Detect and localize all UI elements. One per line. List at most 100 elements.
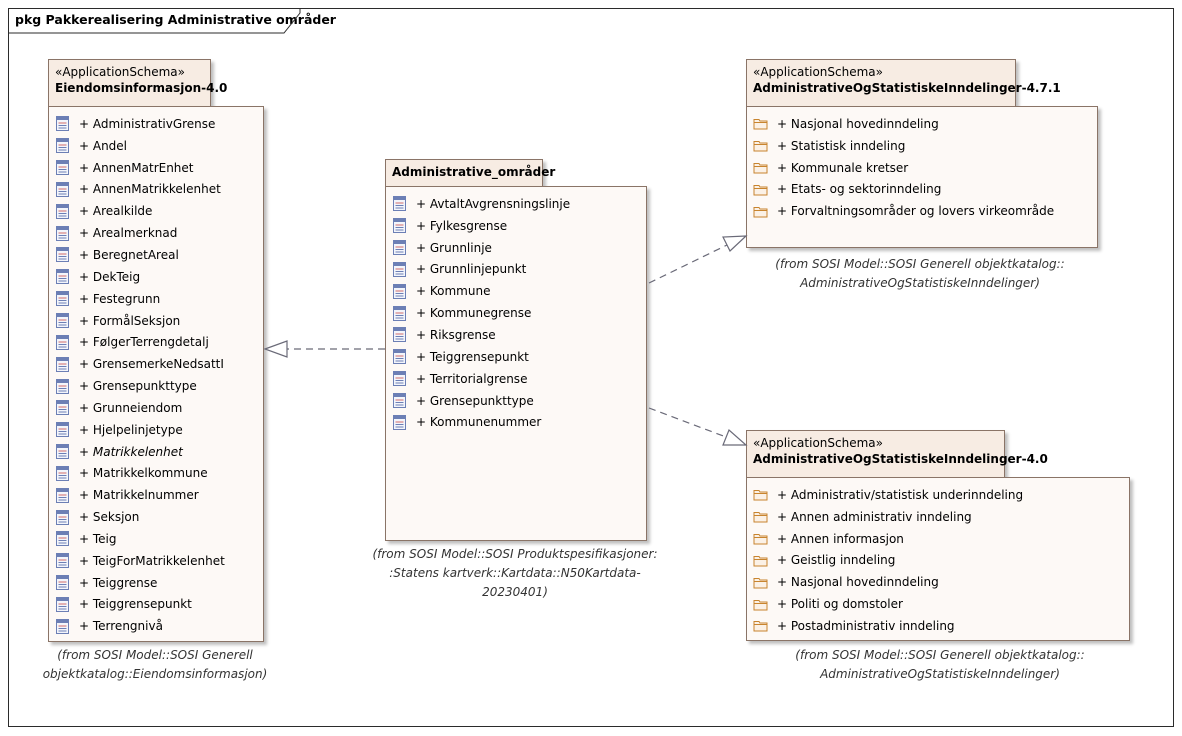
package-item[interactable]: + Politi og domstoler [753, 593, 1129, 615]
package-item[interactable]: + Grunneiendom [55, 397, 263, 419]
class-icon [55, 313, 79, 329]
class-icon [392, 305, 416, 321]
package-item-label: + TeigForMatrikkelenhet [79, 553, 225, 568]
class-icon [392, 393, 416, 409]
class-icon [55, 553, 79, 569]
package-item[interactable]: + Nasjonal hovedinndeling [753, 571, 1129, 593]
package-item[interactable]: + Grunnlinje [392, 237, 646, 259]
package-icon [753, 160, 777, 175]
package-item[interactable]: + Postadministrativ inndeling [753, 615, 1129, 637]
package-item[interactable]: + GrensemerkeNedsattI [55, 353, 263, 375]
class-icon [55, 203, 79, 219]
package-item[interactable]: + Annen administrativ inndeling [753, 506, 1129, 528]
class-icon [55, 116, 79, 132]
package-item-label: + Teiggrensepunkt [79, 597, 192, 612]
package-item[interactable]: + Festegrunn [55, 288, 263, 310]
package-item[interactable]: + Grunnlinjepunkt [392, 259, 646, 281]
package-item[interactable]: + Nasjonal hovedinndeling [753, 113, 1097, 135]
package-item[interactable]: + FormålSeksjon [55, 310, 263, 332]
class-icon [55, 138, 79, 154]
package-item[interactable]: + AnnenMatrEnhet [55, 157, 263, 179]
top-right-package-body[interactable]: + Nasjonal hovedinndeling + Statistisk in… [746, 106, 1098, 248]
package-item-label: + Politi og domstoler [777, 597, 903, 612]
stereotype-label: «ApplicationSchema» [753, 65, 883, 79]
package-item[interactable]: + Teig [55, 528, 263, 550]
package-item[interactable]: + Teiggrensepunkt [392, 346, 646, 368]
package-item[interactable]: + AvtaltAvgrensningslinje [392, 193, 646, 215]
package-item[interactable]: + TeigForMatrikkelenhet [55, 550, 263, 572]
package-item[interactable]: + Geistlig inndeling [753, 550, 1129, 572]
top-right-package-tab[interactable]: «ApplicationSchema» AdministrativeOgStat… [746, 59, 1061, 107]
package-item[interactable]: + Kommunale kretser [753, 157, 1097, 179]
package-item[interactable]: + Grensepunkttype [55, 375, 263, 397]
package-item-label: + Administrativ/statistisk underinndelin… [777, 487, 1024, 502]
package-item[interactable]: + Etats- og sektorinndeling [753, 179, 1097, 201]
package-item[interactable]: + Andel [55, 135, 263, 157]
package-item-label: + Annen informasjon [777, 531, 904, 546]
package-item[interactable]: + Statistisk inndeling [753, 135, 1097, 157]
left-package-tab[interactable]: «ApplicationSchema» Eiendomsinformasjon-… [48, 59, 228, 107]
package-item[interactable]: + AdministrativGrense [55, 113, 263, 135]
package-item-label: + Grunneiendom [79, 400, 183, 415]
package-item[interactable]: + Matrikkelenhet [55, 441, 263, 463]
package-item[interactable]: + Arealkilde [55, 200, 263, 222]
class-icon [55, 334, 79, 350]
class-icon [55, 378, 79, 394]
package-item[interactable]: + AnnenMatrikkelenhet [55, 179, 263, 201]
package-item[interactable]: + Kommunenummer [392, 411, 646, 433]
stereotype-label: «ApplicationSchema» [55, 65, 185, 79]
package-item-label: + Kommunale kretser [777, 160, 909, 175]
package-item[interactable]: + Arealmerknad [55, 222, 263, 244]
package-item-label: + Nasjonal hovedinndeling [777, 116, 939, 131]
class-icon [55, 247, 79, 263]
package-item[interactable]: + Administrativ/statistisk underinndelin… [753, 484, 1129, 506]
package-item[interactable]: + Hjelpelinjetype [55, 419, 263, 441]
package-item[interactable]: + Teiggrensepunkt [55, 594, 263, 616]
package-item[interactable]: + BeregnetAreal [55, 244, 263, 266]
package-item-label: + Annen administrativ inndeling [777, 509, 972, 524]
package-item[interactable]: + Riksgrense [392, 324, 646, 346]
package-item[interactable]: + Matrikkelkommune [55, 463, 263, 485]
package-item[interactable]: + Fylkesgrense [392, 215, 646, 237]
package-item-label: + Andel [79, 138, 128, 153]
package-item-label: + Postadministrativ inndeling [777, 618, 955, 633]
package-item-label: + BeregnetAreal [79, 247, 179, 262]
package-item-label: + Teiggrense [79, 575, 158, 590]
center-package-tab[interactable]: Administrative_områder [385, 159, 556, 187]
package-item[interactable]: + Kommunegrense [392, 302, 646, 324]
package-item-label: + Forvaltningsområder og lovers virkeomr… [777, 204, 1055, 219]
package-icon [753, 182, 777, 197]
package-item-label: + Fylkesgrense [416, 218, 508, 233]
package-item-label: + Riksgrense [416, 327, 496, 342]
package-item-label: + Territorialgrense [416, 371, 528, 386]
class-icon [55, 291, 79, 307]
package-item-label: + AdministrativGrense [79, 116, 216, 131]
package-item-label: + AnnenMatrEnhet [79, 160, 194, 175]
package-item-label: + Statistisk inndeling [777, 138, 906, 153]
package-item-label: + AnnenMatrikkelenhet [79, 182, 221, 197]
frame-title: pkg Pakkerealisering Administrative områ… [15, 12, 336, 27]
package-item-label: + Arealmerknad [79, 226, 178, 241]
package-item[interactable]: + Grensepunkttype [392, 390, 646, 412]
bottom-right-package-body[interactable]: + Administrativ/statistisk underinndelin… [746, 477, 1130, 641]
package-item[interactable]: + Terrengnivå [55, 615, 263, 637]
package-item[interactable]: + FølgerTerrengdetalj [55, 331, 263, 353]
package-item[interactable]: + Territorialgrense [392, 368, 646, 390]
package-item[interactable]: + Annen informasjon [753, 528, 1129, 550]
bottom-right-package-tab[interactable]: «ApplicationSchema» AdministrativeOgStat… [746, 430, 1048, 478]
package-name: Eiendomsinformasjon-4.0 [55, 81, 228, 95]
class-icon [55, 618, 79, 634]
package-item[interactable]: + Teiggrense [55, 572, 263, 594]
package-name: Administrative_områder [392, 165, 556, 179]
package-item[interactable]: + DekTeig [55, 266, 263, 288]
package-item[interactable]: + Forvaltningsområder og lovers virkeomr… [753, 200, 1097, 222]
package-item-label: + Grunnlinje [416, 240, 492, 255]
center-package-body[interactable]: + AvtaltAvgrensningslinje + Fylkesgrense +… [385, 186, 647, 541]
class-icon [55, 269, 79, 285]
center-package-items: + AvtaltAvgrensningslinje + Fylkesgrense +… [386, 187, 646, 433]
package-item[interactable]: + Matrikkelnummer [55, 484, 263, 506]
class-icon [55, 575, 79, 591]
package-item[interactable]: + Seksjon [55, 506, 263, 528]
left-package-body[interactable]: + AdministrativGrense + Andel + AnnenMatrE… [48, 106, 264, 642]
package-item[interactable]: + Kommune [392, 280, 646, 302]
